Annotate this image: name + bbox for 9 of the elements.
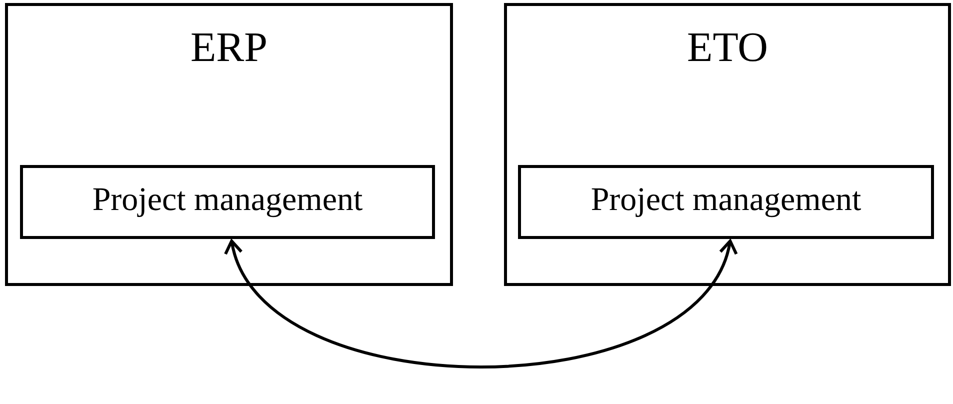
curved-arrow xyxy=(226,240,735,368)
module-box xyxy=(518,165,934,239)
module-label: Project management xyxy=(91,182,364,219)
system-box xyxy=(5,3,453,286)
system-box xyxy=(504,3,951,286)
module-label: Project management xyxy=(590,182,862,219)
module-box xyxy=(20,165,435,239)
system-title: ERP xyxy=(189,24,269,72)
system-title: ETO xyxy=(686,24,769,72)
